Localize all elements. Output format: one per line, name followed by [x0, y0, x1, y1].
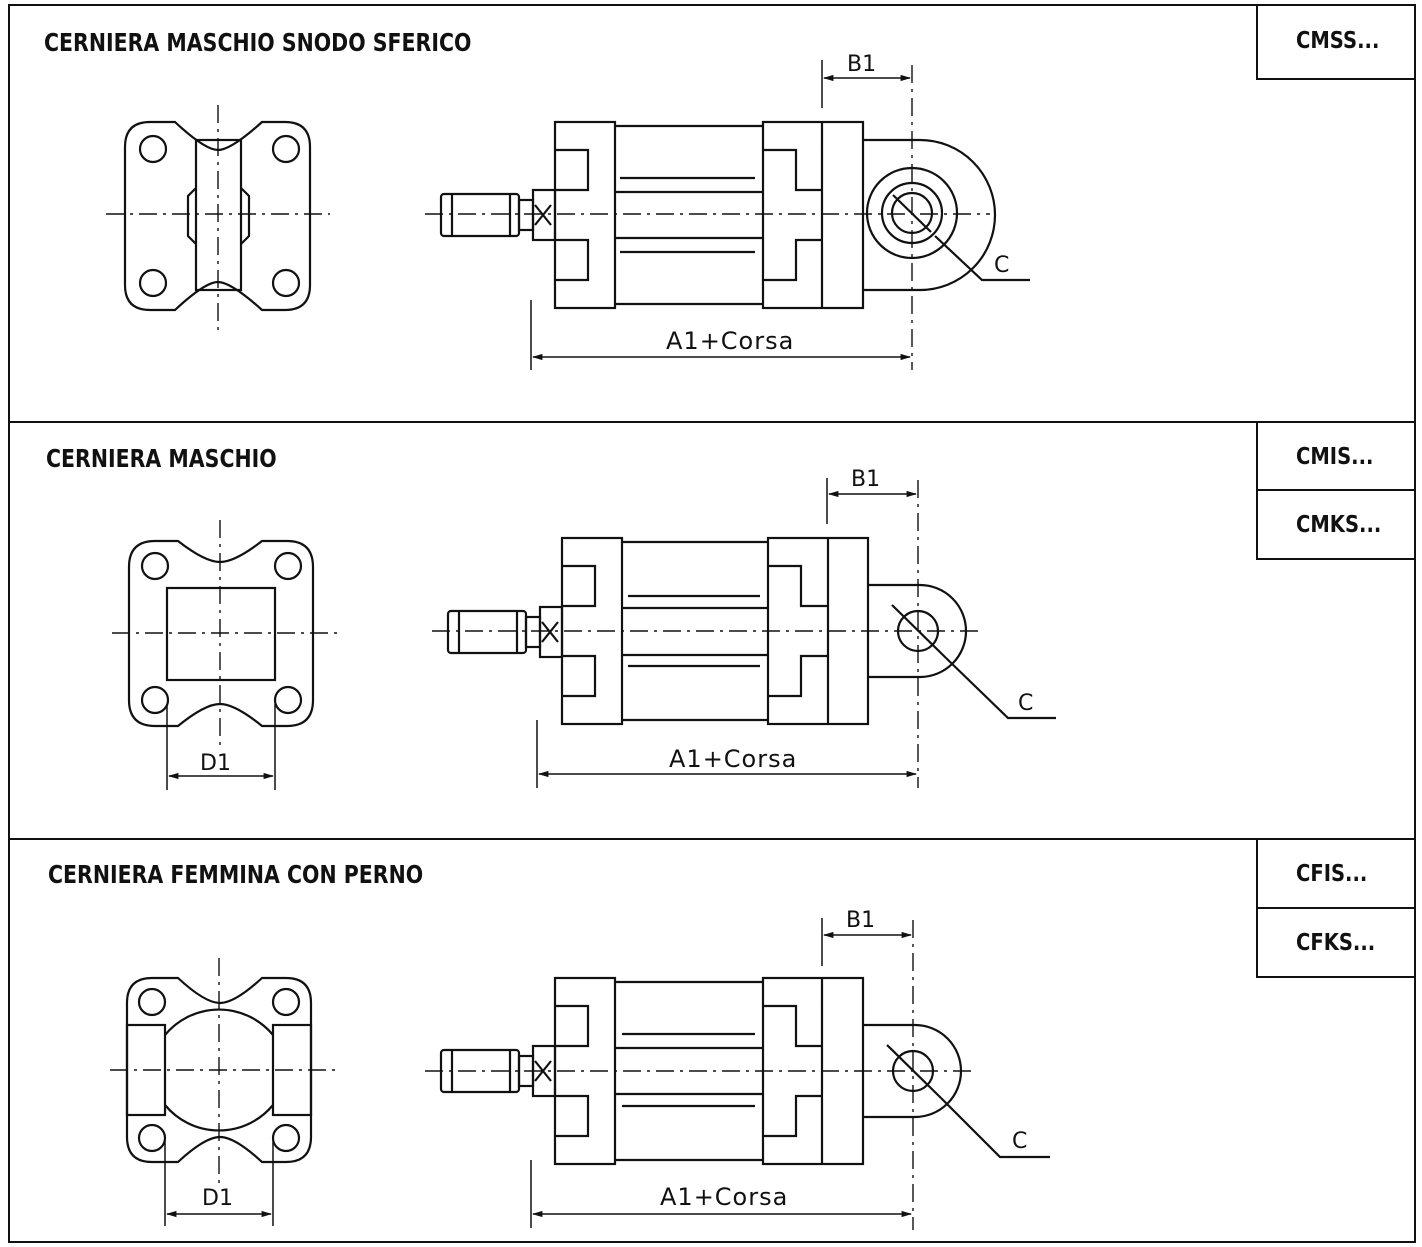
- code-box-cfks: CFKS...: [1256, 907, 1416, 978]
- dim-label-c: C: [1012, 1129, 1027, 1154]
- dim-label-a1-corsa: A1+Corsa: [669, 745, 797, 773]
- code-label: CFKS...: [1296, 930, 1376, 956]
- dim-label-c: C: [1018, 691, 1033, 716]
- code-label: CMIS...: [1296, 444, 1374, 470]
- dim-label-d1: D1: [202, 1186, 233, 1211]
- code-box-cmss: CMSS...: [1256, 4, 1416, 80]
- section-divider: [8, 838, 1416, 840]
- section-2-title: CERNIERA MASCHIO: [46, 444, 277, 473]
- dim-label-a1-corsa: A1+Corsa: [666, 327, 794, 355]
- drawing-frame: [8, 4, 1416, 1243]
- dim-label-a1-corsa: A1+Corsa: [660, 1183, 788, 1211]
- code-label: CMKS...: [1296, 512, 1382, 538]
- dim-label-b1: B1: [846, 908, 875, 933]
- front-view-2: [127, 539, 315, 728]
- dim-label-d1: D1: [200, 751, 231, 776]
- section-divider: [8, 421, 1416, 423]
- dim-label-b1: B1: [847, 52, 876, 77]
- code-label: CFIS...: [1296, 861, 1368, 887]
- section-1-title: CERNIERA MASCHIO SNODO SFERICO: [44, 28, 472, 57]
- dim-label-b1: B1: [851, 467, 880, 492]
- section-3-title: CERNIERA FEMMINA CON PERNO: [48, 860, 424, 889]
- dim-label-c: C: [994, 253, 1009, 278]
- code-label: CMSS...: [1296, 28, 1380, 54]
- code-box-cmks: CMKS...: [1256, 489, 1416, 560]
- side-view-1: [439, 120, 1030, 310]
